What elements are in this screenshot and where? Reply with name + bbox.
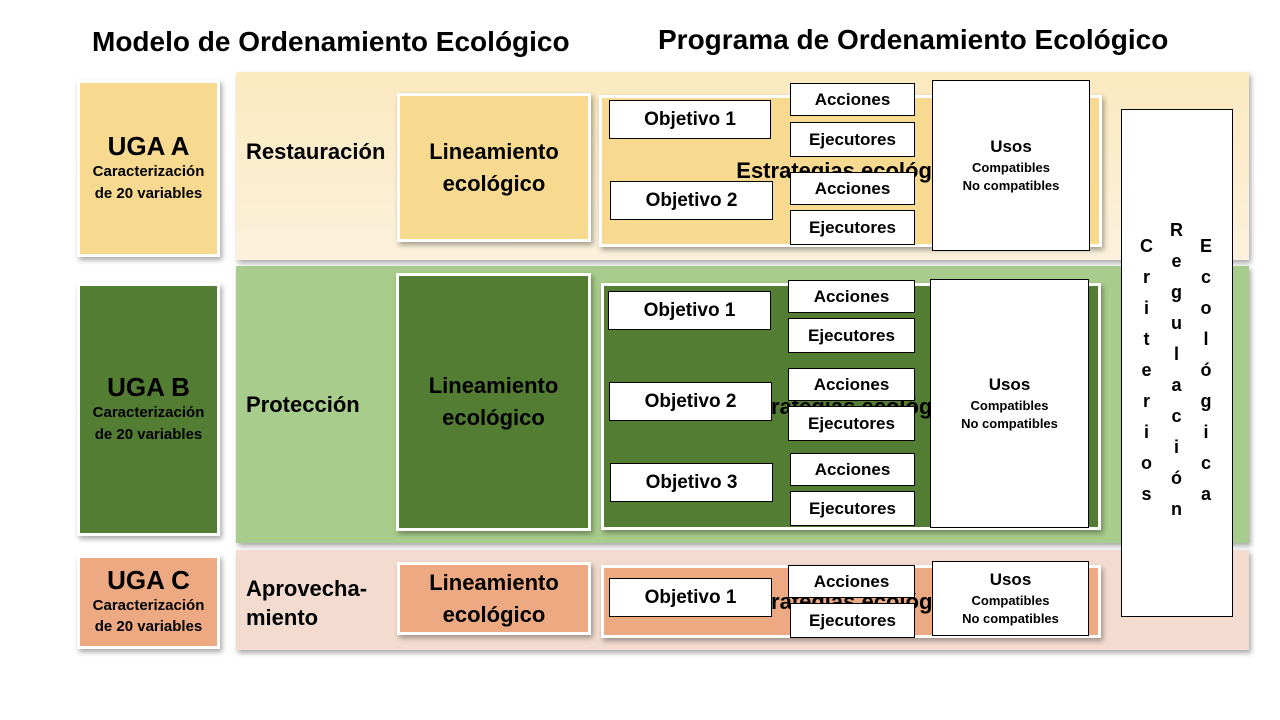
criterios-box bbox=[1121, 109, 1233, 617]
usos-b-no-compatibles: No compatibles bbox=[961, 416, 1058, 432]
uga-b-sub1: Caracterización bbox=[92, 404, 205, 422]
criterios-letter: i bbox=[1143, 422, 1149, 442]
usos-b-compatibles: Compatibles bbox=[970, 397, 1049, 413]
ecologica-letter: c bbox=[1201, 453, 1212, 473]
acciones-a-2: Acciones bbox=[790, 172, 915, 205]
criterios-letter: i bbox=[1143, 298, 1149, 318]
ejecutores-b-3: Ejecutores bbox=[790, 491, 915, 526]
criterios-letter: t bbox=[1143, 329, 1150, 349]
regulacion-letter: l bbox=[1173, 344, 1179, 364]
usos-c: Usos Compatibles No compatibles bbox=[932, 561, 1089, 636]
policy-restauracion: Restauración bbox=[246, 139, 386, 164]
lineamiento-b-l2: ecológico bbox=[442, 405, 545, 430]
regulacion-letter: u bbox=[1171, 313, 1182, 333]
ejecutores-c-1: Ejecutores bbox=[790, 603, 915, 638]
lineamiento-c-l1: Lineamiento bbox=[429, 569, 559, 595]
regulacion-letter: R bbox=[1170, 220, 1183, 240]
usos-a-title: Usos bbox=[990, 136, 1032, 156]
regulacion-letter: a bbox=[1171, 375, 1182, 395]
uga-c-sub2: de 20 variables bbox=[94, 618, 203, 636]
objetivo-a-2: Objetivo 2 bbox=[610, 181, 773, 220]
lineamiento-c-l2: ecológico bbox=[442, 601, 546, 627]
uga-a-sub2: de 20 variables bbox=[94, 184, 203, 202]
acciones-b-3: Acciones bbox=[790, 453, 915, 486]
acciones-b-1: Acciones bbox=[788, 280, 915, 313]
usos-b: Usos Compatibles No compatibles bbox=[930, 279, 1089, 528]
uga-b-sub2: de 20 variables bbox=[94, 425, 203, 443]
ejecutores-a-1: Ejecutores bbox=[790, 122, 915, 157]
objetivo-b-3: Objetivo 3 bbox=[610, 463, 773, 502]
usos-c-title: Usos bbox=[989, 569, 1032, 589]
criterios-letter: r bbox=[1142, 267, 1150, 287]
usos-a-compatibles: Compatibles bbox=[971, 159, 1050, 175]
ecologica-letter: o bbox=[1200, 298, 1212, 318]
policy-aprovechamiento-l1: Aprovecha- bbox=[246, 576, 368, 601]
uga-c-box: UGA C Caracterización de 20 variables bbox=[77, 555, 220, 649]
programa-title: Programa de Ordenamiento Ecológico bbox=[658, 24, 1169, 55]
criterios-letter: r bbox=[1142, 391, 1150, 411]
criterios-letter: s bbox=[1141, 484, 1152, 504]
ecologica-word: E c o l ó g i c a bbox=[1200, 231, 1212, 510]
usos-a-no-compatibles: No compatibles bbox=[962, 178, 1060, 194]
uga-a-title: UGA A bbox=[107, 131, 190, 162]
criterios-word: C r i t e r i o s bbox=[1140, 231, 1153, 510]
criterios-letter: e bbox=[1141, 360, 1152, 380]
regulacion-letter: i bbox=[1173, 437, 1179, 457]
ecologica-letter: g bbox=[1200, 391, 1212, 411]
ecologica-letter: c bbox=[1201, 267, 1212, 287]
uga-b-box: UGA B Caracterización de 20 variables bbox=[77, 283, 220, 536]
usos-c-no-compatibles: No compatibles bbox=[962, 611, 1059, 627]
policy-aprovechamiento-l2: miento bbox=[246, 604, 319, 630]
ecologica-letter: ó bbox=[1200, 360, 1212, 380]
policy-aprovechamiento: Aprovecha- miento bbox=[246, 575, 367, 632]
usos-b-title: Usos bbox=[988, 374, 1031, 394]
ecologica-letter: i bbox=[1203, 422, 1209, 442]
lineamiento-b-l1: Lineamiento bbox=[428, 373, 559, 399]
regulacion-word: R e g u l a c i ó n bbox=[1170, 215, 1183, 525]
modelo-title: Modelo de Ordenamiento Ecológico bbox=[92, 26, 570, 57]
usos-a: Usos Compatibles No compatibles bbox=[932, 80, 1090, 251]
uga-a-sub1: Caracterización bbox=[92, 163, 205, 181]
uga-b-title: UGA B bbox=[107, 372, 190, 403]
ejecutores-a-2: Ejecutores bbox=[790, 210, 915, 245]
regulacion-letter: n bbox=[1171, 499, 1182, 519]
lineamiento-c: Lineamiento ecológico bbox=[397, 562, 591, 635]
acciones-c-1: Acciones bbox=[788, 565, 915, 598]
uga-a-box: UGA A Caracterización de 20 variables bbox=[77, 80, 220, 257]
usos-c-compatibles: Compatibles bbox=[971, 592, 1050, 608]
objetivo-b-2: Objetivo 2 bbox=[609, 382, 772, 421]
uga-c-sub1: Caracterización bbox=[92, 596, 205, 614]
regulacion-letter: e bbox=[1171, 251, 1182, 271]
criterios-letter: C bbox=[1140, 236, 1153, 256]
ecologica-letter: a bbox=[1201, 484, 1212, 504]
lineamiento-b: Lineamiento ecológico bbox=[396, 273, 591, 531]
lineamiento-a-l2: ecológico bbox=[442, 170, 546, 196]
acciones-a-1: Acciones bbox=[790, 83, 915, 116]
regulacion-letter: ó bbox=[1171, 468, 1182, 488]
criterios-letter: o bbox=[1141, 453, 1152, 473]
regulacion-letter: c bbox=[1171, 406, 1182, 426]
policy-proteccion: Protección bbox=[246, 392, 360, 417]
lineamiento-a-l1: Lineamiento bbox=[429, 138, 559, 164]
objetivo-b-1: Objetivo 1 bbox=[608, 291, 771, 330]
objetivo-c-1: Objetivo 1 bbox=[609, 578, 772, 617]
ejecutores-b-2: Ejecutores bbox=[788, 406, 915, 441]
ecologica-letter: E bbox=[1200, 236, 1213, 256]
ejecutores-b-1: Ejecutores bbox=[788, 318, 915, 353]
acciones-b-2: Acciones bbox=[788, 368, 915, 401]
ecologica-letter: l bbox=[1203, 329, 1209, 349]
lineamiento-a: Lineamiento ecológico bbox=[397, 93, 591, 242]
objetivo-a-1: Objetivo 1 bbox=[609, 100, 771, 139]
regulacion-letter: g bbox=[1171, 282, 1182, 302]
uga-c-title: UGA C bbox=[107, 564, 190, 595]
